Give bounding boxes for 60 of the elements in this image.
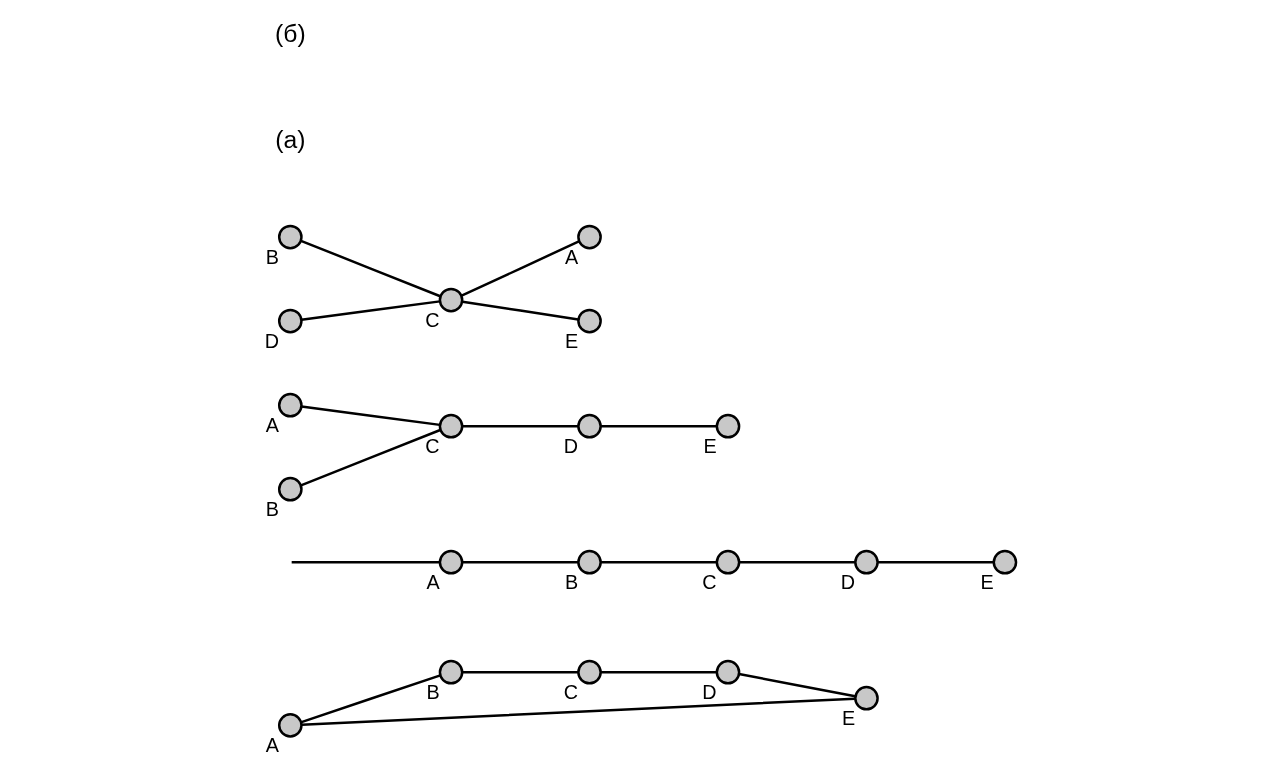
- connector: [291, 560, 440, 564]
- node-circle: [992, 549, 1018, 575]
- node-label: C: [702, 571, 717, 594]
- node-label: C: [425, 435, 440, 458]
- node-circle: [854, 549, 879, 575]
- node-label: B: [565, 571, 579, 594]
- node-circle: [277, 308, 303, 334]
- node-circle: [715, 413, 741, 439]
- node-circle: [715, 549, 741, 575]
- connector: [301, 697, 855, 727]
- node-circle: [577, 224, 602, 250]
- node-label: D: [702, 681, 717, 704]
- node-circle: [577, 549, 602, 575]
- connector: [462, 300, 579, 321]
- label: (a): [275, 126, 306, 154]
- label: (б): [275, 19, 306, 47]
- node-label: A: [265, 734, 279, 757]
- connector: [461, 240, 580, 297]
- node-label: E: [980, 571, 994, 594]
- node-label: C: [563, 681, 579, 704]
- node-label: B: [265, 245, 279, 268]
- node-label: E: [565, 330, 579, 353]
- connector: [300, 428, 441, 487]
- node-label: E: [703, 435, 717, 458]
- connector: [601, 424, 717, 428]
- node-circle: [715, 659, 741, 685]
- connector: [462, 424, 579, 428]
- node-label: D: [840, 571, 856, 594]
- node-circle: [277, 476, 303, 502]
- node-circle: [854, 685, 879, 711]
- node-circle: [438, 413, 464, 439]
- node-circle: [277, 224, 303, 250]
- connector: [739, 560, 856, 564]
- node-label: A: [565, 245, 579, 268]
- node-label: D: [563, 435, 579, 458]
- connector: [462, 670, 579, 674]
- node-label: C: [425, 309, 440, 332]
- connector: [301, 405, 441, 427]
- connector: [300, 239, 441, 298]
- connector: [301, 674, 441, 724]
- node-label: D: [264, 330, 279, 353]
- node-label: B: [426, 681, 440, 704]
- node-label: E: [841, 707, 856, 730]
- node-label: B: [265, 498, 279, 521]
- connector: [301, 300, 441, 321]
- node-circle: [438, 659, 464, 685]
- node-circle: [577, 308, 602, 334]
- node-circle: [438, 549, 464, 575]
- connector: [462, 560, 579, 564]
- node-circle: [577, 413, 602, 439]
- connector: [601, 560, 717, 564]
- node-circle: [277, 713, 303, 738]
- node-circle: [577, 659, 602, 685]
- node-label: A: [426, 571, 440, 594]
- node-label: A: [265, 414, 279, 437]
- connector: [601, 670, 717, 674]
- connector: [877, 560, 994, 564]
- connector: [738, 672, 856, 698]
- node-circle: [277, 392, 303, 418]
- node-circle: [438, 287, 464, 313]
